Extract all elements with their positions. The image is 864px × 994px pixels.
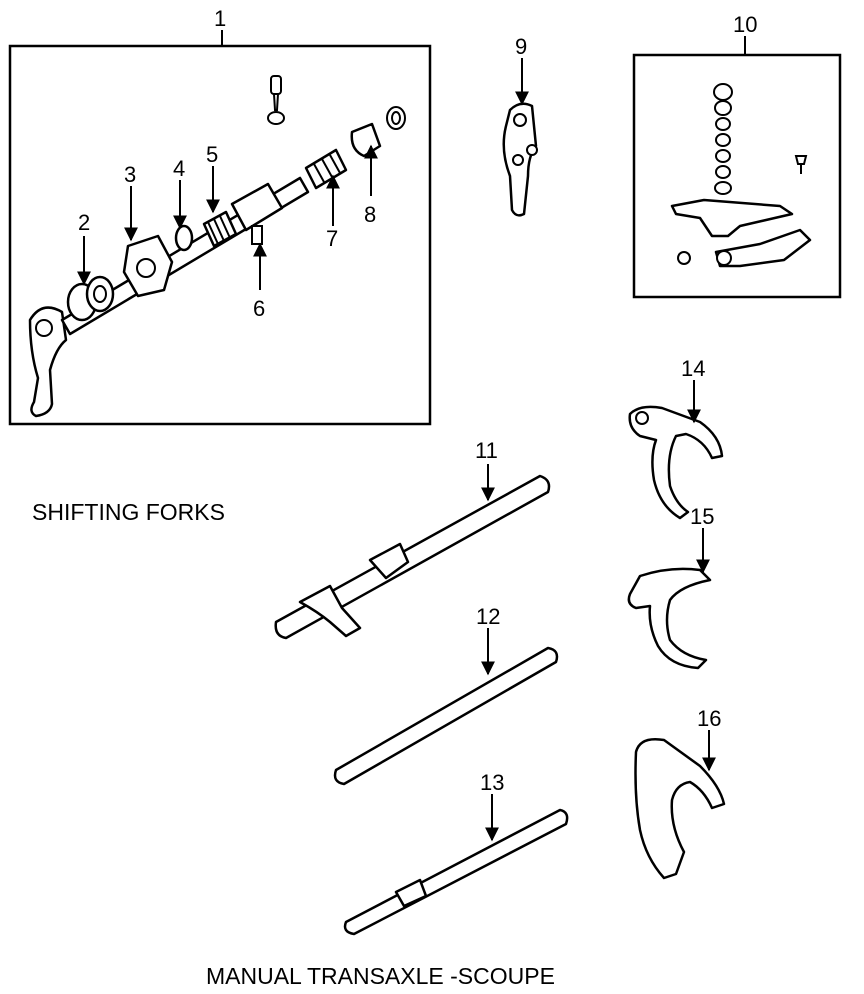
callout-4: 4 xyxy=(173,156,185,181)
callout-9: 9 xyxy=(515,34,527,59)
part-6-pin xyxy=(251,225,263,245)
footer-title: MANUAL TRANSAXLE -SCOUPE xyxy=(206,963,555,989)
part-7-spring xyxy=(304,148,348,190)
callout-10: 10 xyxy=(733,12,757,37)
part-9-bracket xyxy=(502,102,538,217)
part-16-shift-fork xyxy=(634,738,726,880)
callout-13: 13 xyxy=(480,770,504,795)
callout-14: 14 xyxy=(681,356,705,381)
part-15-shift-fork xyxy=(627,567,712,670)
shift-lever-assembly xyxy=(28,75,406,418)
upper-bolt xyxy=(267,75,285,125)
callout-12: 12 xyxy=(476,604,500,629)
leader-lines xyxy=(77,30,746,842)
select-lever-assembly xyxy=(670,83,812,268)
callout-5: 5 xyxy=(206,142,218,167)
part-14-shift-fork xyxy=(628,405,724,520)
callout-2: 2 xyxy=(78,210,90,235)
callout-3: 3 xyxy=(124,162,136,187)
part-12-shift-rail xyxy=(333,646,559,786)
callout-7: 7 xyxy=(326,226,338,251)
group-box-10 xyxy=(632,53,842,299)
part-3-plate xyxy=(122,234,174,298)
part-4-ring xyxy=(174,224,194,252)
callout-6: 6 xyxy=(253,296,265,321)
callout-11: 11 xyxy=(475,438,498,463)
part-11-shift-rail xyxy=(274,474,551,640)
callout-1: 1 xyxy=(214,6,226,31)
part-13-shift-rail xyxy=(343,808,569,936)
part-8-cap xyxy=(350,106,406,158)
part-5-spring xyxy=(202,210,238,248)
callout-16: 16 xyxy=(697,706,721,731)
callout-8: 8 xyxy=(364,202,376,227)
callout-15: 15 xyxy=(690,504,714,529)
section-title: SHIFTING FORKS xyxy=(32,499,225,525)
group-box-1 xyxy=(8,44,432,426)
